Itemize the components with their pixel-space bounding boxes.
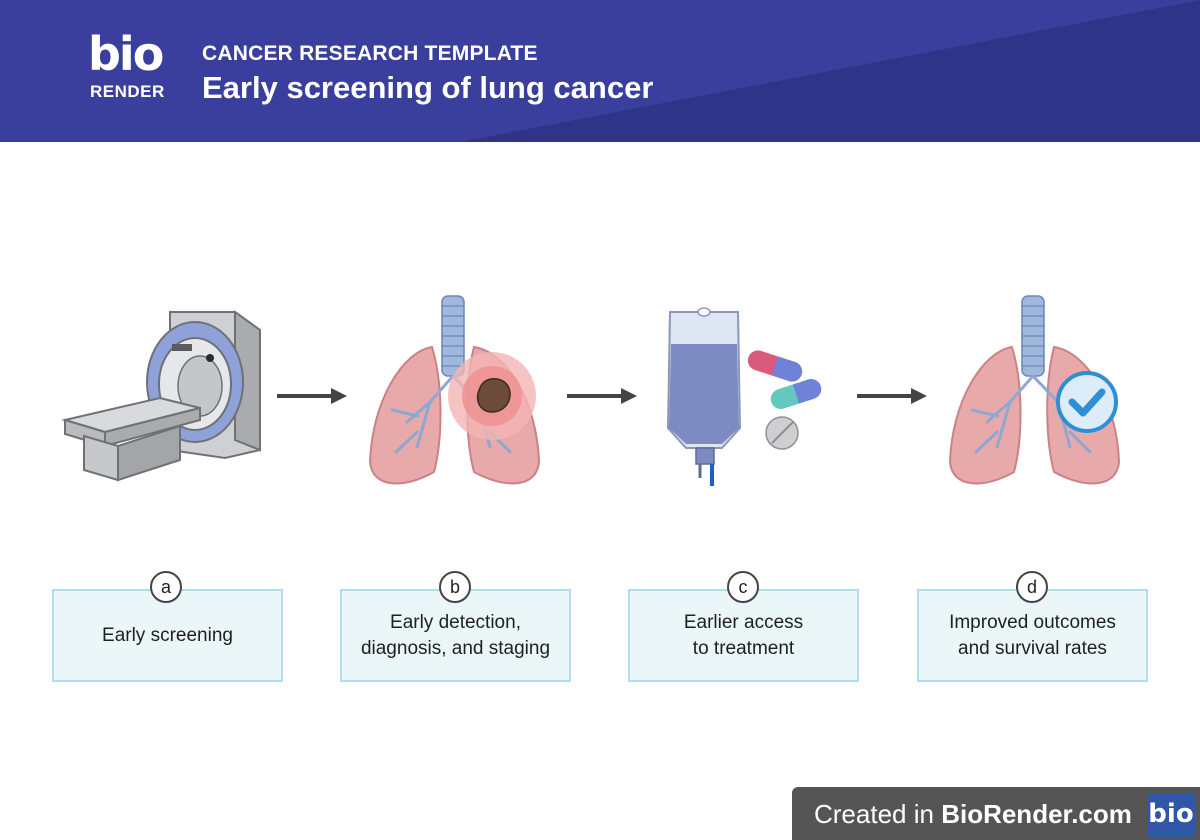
step-text: Early detection, diagnosis, and staging — [361, 610, 550, 662]
lungs-tumor-icon — [362, 292, 547, 497]
footer-brand: BioRender.com — [941, 799, 1132, 829]
step-letter-badge: a — [150, 571, 182, 603]
footer-prefix: Created in — [814, 799, 941, 829]
ct-scanner-icon — [60, 300, 275, 485]
page-title: Early screening of lung cancer — [202, 70, 653, 106]
step-letter-badge: d — [1016, 571, 1048, 603]
header-banner: bio RENDER CANCER RESEARCH TEMPLATE Earl… — [0, 0, 1200, 142]
step-letter-badge: b — [439, 571, 471, 603]
footer-text: Created in BioRender.com — [814, 799, 1132, 830]
step-text: Early screening — [102, 623, 233, 649]
logo-render-text: RENDER — [90, 82, 165, 102]
step-text: Improved outcomes and survival rates — [949, 610, 1116, 662]
footer-bio-logo: bio — [1147, 793, 1195, 837]
template-category: CANCER RESEARCH TEMPLATE — [202, 42, 538, 66]
step-text: Earlier access to treatment — [684, 610, 803, 662]
biorender-logo[interactable]: bio RENDER — [88, 36, 172, 106]
iv-bag-pills-icon — [660, 298, 830, 493]
step-letter-badge: c — [727, 571, 759, 603]
logo-bio-text: bio — [88, 26, 162, 82]
arrow-right-icon — [565, 386, 640, 406]
created-in-biorender-banner[interactable]: Created in BioRender.com bio — [792, 787, 1200, 840]
arrow-right-icon — [855, 386, 930, 406]
arrow-right-icon — [275, 386, 350, 406]
step-box-a: Early screening — [52, 589, 283, 682]
lungs-check-icon — [948, 292, 1133, 497]
